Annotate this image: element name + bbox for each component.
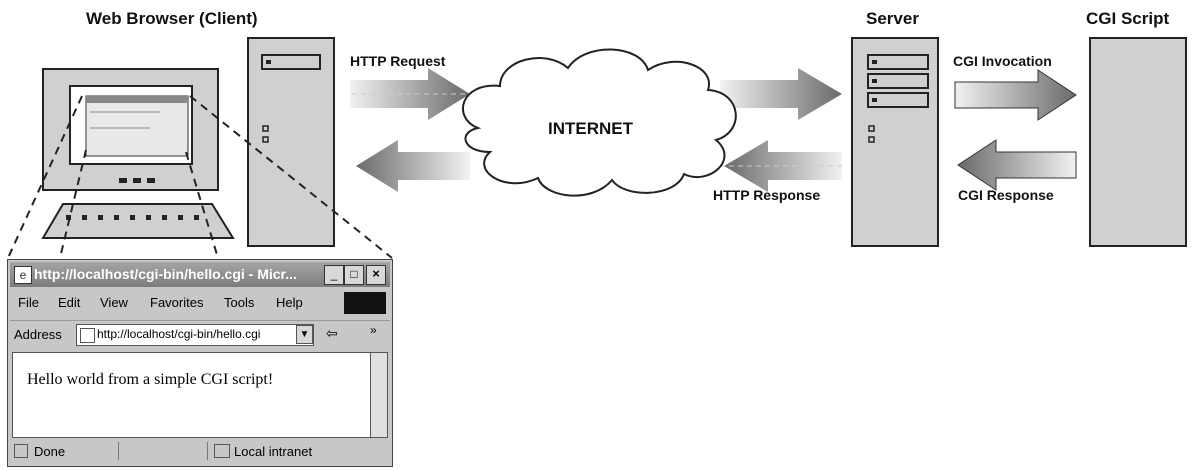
cgi-response-label: CGI Response: [958, 187, 1054, 203]
internet-label: INTERNET: [548, 119, 634, 138]
menu-bar: File Edit View Favorites Tools Help: [10, 290, 390, 316]
go-arrow-icon[interactable]: ⇦: [326, 325, 338, 341]
address-value: http://localhost/cgi-bin/hello.cgi: [97, 327, 261, 341]
client-tower: [247, 37, 335, 247]
server-label: Server: [866, 9, 919, 28]
menu-favorites[interactable]: Favorites: [150, 295, 204, 310]
cgi-script-label: CGI Script: [1086, 9, 1169, 28]
maximize-button[interactable]: □: [344, 265, 364, 285]
minimize-button[interactable]: _: [324, 265, 344, 285]
server-tower: [851, 37, 939, 247]
ie-icon: e: [14, 266, 32, 284]
keyboard: [41, 203, 235, 239]
title-bar: e http://localhost/cgi-bin/hello.cgi - M…: [10, 262, 390, 287]
status-bar: Done Local intranet: [10, 440, 390, 464]
close-button[interactable]: ×: [366, 265, 386, 285]
http-response-arrow: [356, 140, 842, 192]
menu-help[interactable]: Help: [276, 295, 303, 310]
toolbar-chevron-icon[interactable]: »: [370, 323, 377, 337]
windows-logo-icon: [344, 292, 386, 314]
menu-file[interactable]: File: [18, 295, 39, 310]
cgi-invocation-arrow: [954, 69, 1077, 121]
address-input[interactable]: http://localhost/cgi-bin/hello.cgi: [76, 324, 314, 346]
internet-cloud: [462, 48, 737, 197]
address-label: Address: [14, 327, 62, 342]
cgi-script-box: [1089, 37, 1187, 247]
status-done-icon: [14, 444, 28, 458]
menu-edit[interactable]: Edit: [58, 295, 81, 310]
menu-view[interactable]: View: [100, 295, 128, 310]
status-zone: Local intranet: [234, 444, 313, 459]
cgi-response-arrow: [957, 139, 1077, 191]
zoom-lines: [7, 95, 393, 259]
page-text: Hello world from a simple CGI script!: [27, 371, 274, 388]
page-icon: [80, 328, 95, 343]
http-request-label: HTTP Request: [350, 53, 446, 69]
monitor: [42, 68, 219, 191]
page-content: Hello world from a simple CGI script!: [12, 352, 372, 438]
cgi-invocation-label: CGI Invocation: [953, 53, 1052, 69]
dropdown-icon[interactable]: ▼: [296, 325, 313, 344]
browser-window: e http://localhost/cgi-bin/hello.cgi - M…: [7, 259, 393, 467]
intranet-icon: [214, 444, 230, 458]
status-text: Done: [34, 444, 66, 459]
window-title: http://localhost/cgi-bin/hello.cgi - Mic…: [34, 266, 297, 282]
status-divider: [118, 442, 208, 460]
client-label: Web Browser (Client): [86, 9, 258, 28]
http-request-arrow: [350, 68, 842, 120]
http-response-label: HTTP Response: [713, 187, 820, 203]
vertical-scrollbar[interactable]: [370, 352, 388, 438]
address-bar: Address http://localhost/cgi-bin/hello.c…: [10, 320, 390, 347]
menu-tools[interactable]: Tools: [224, 295, 255, 310]
